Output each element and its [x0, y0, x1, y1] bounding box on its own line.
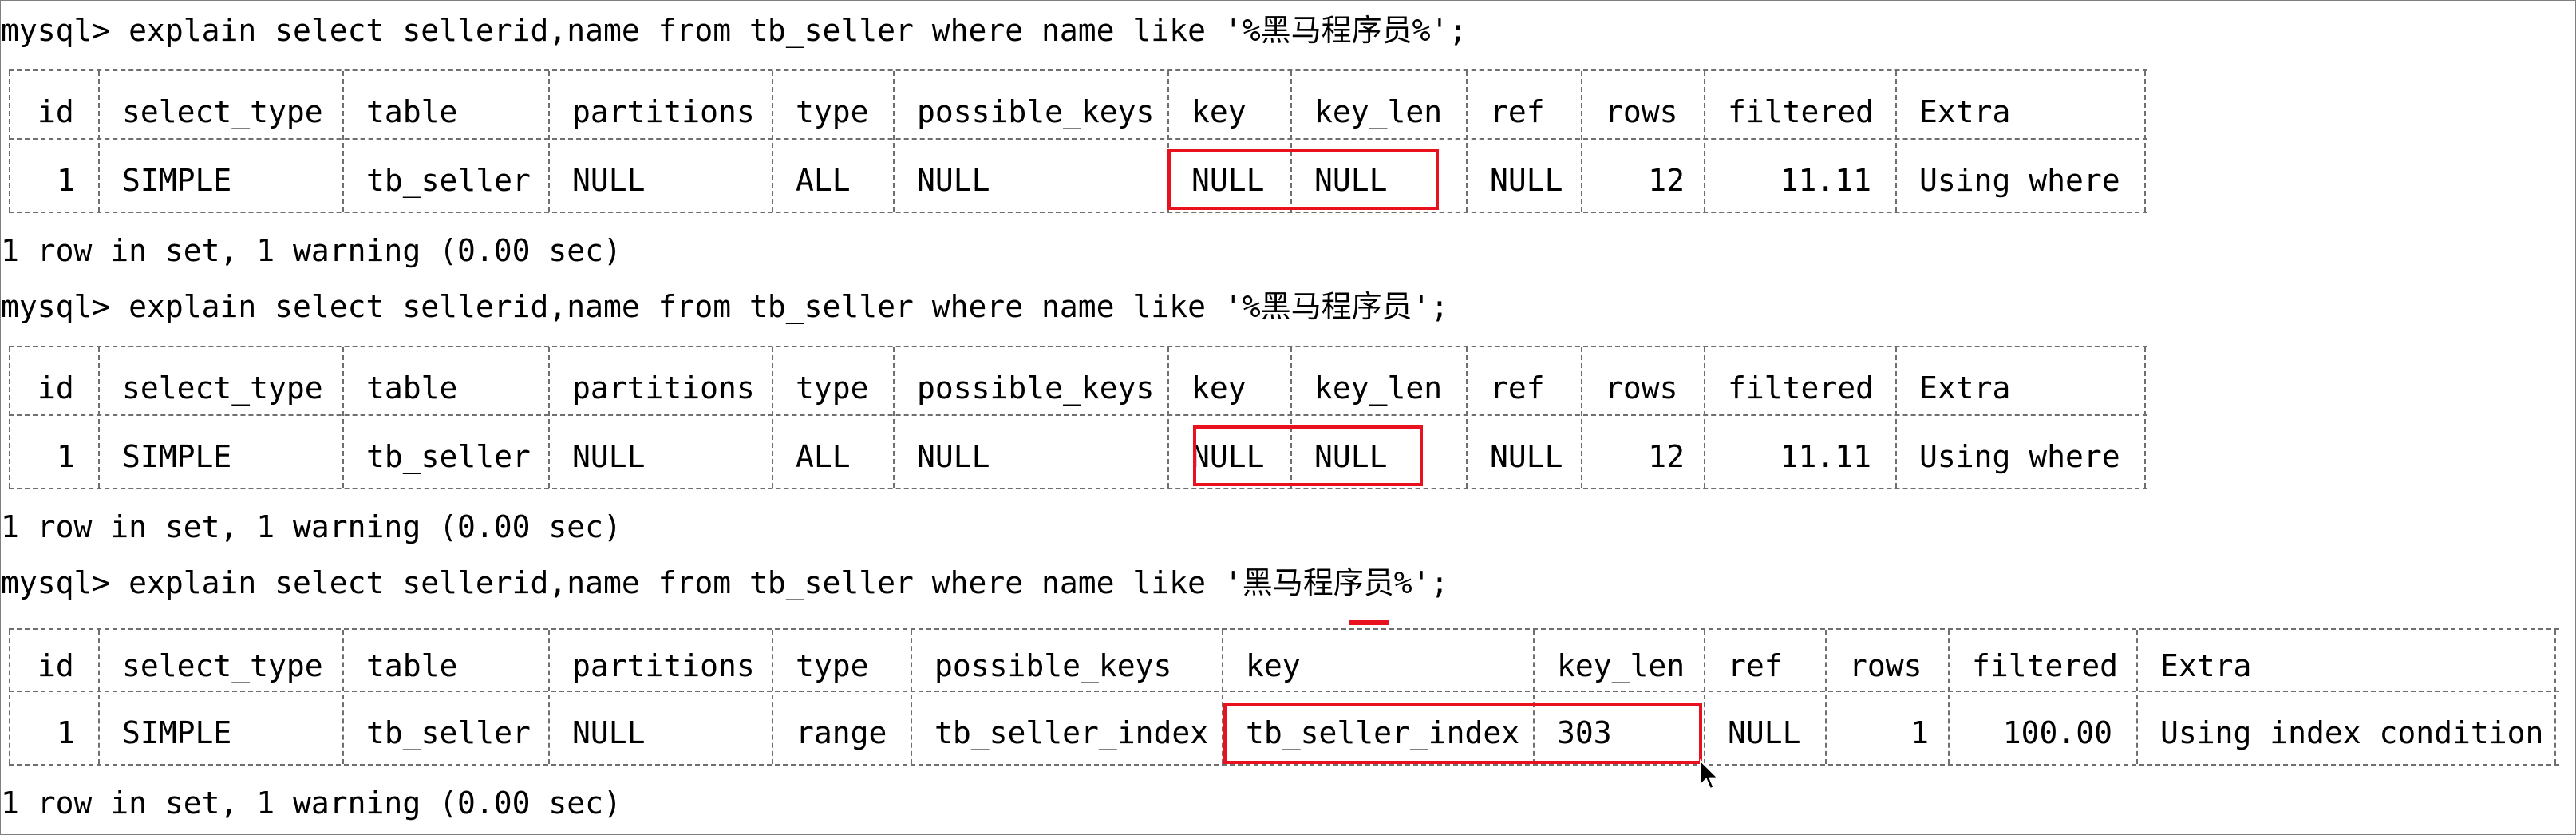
cell-possible-keys: NULL [917, 163, 990, 198]
header-filtered: filtered [1728, 370, 1875, 406]
table-2-top-border [9, 346, 2147, 347]
cell-rows: 12 [1648, 163, 1685, 198]
cell-key: NULL [1191, 439, 1265, 474]
header-extra: Extra [1919, 94, 2011, 129]
cell-possible-keys: NULL [917, 439, 990, 474]
header-table: table [366, 648, 458, 683]
cell-rows: 1 [1910, 715, 1929, 750]
cell-table: tb_seller [366, 439, 531, 474]
header-partitions: partitions [572, 94, 755, 129]
command-line-2: mysql> explain select sellerid,name from… [1, 289, 1449, 324]
header-table: table [366, 370, 458, 406]
header-ref: ref [1728, 648, 1783, 683]
header-type: type [796, 648, 869, 683]
cell-key: tb_seller_index [1246, 715, 1520, 750]
header-partitions: partitions [572, 648, 755, 683]
cell-filtered: 11.11 [1780, 439, 1871, 474]
table-1-top-border [9, 69, 2147, 71]
header-rows: rows [1849, 648, 1922, 683]
cell-type: range [796, 715, 887, 750]
status-line-1: 1 row in set, 1 warning (0.00 sec) [1, 233, 622, 268]
cell-type: ALL [796, 163, 851, 198]
table-1-header-border [9, 138, 2147, 140]
cell-partitions: NULL [572, 715, 646, 750]
header-type: type [796, 94, 869, 129]
cell-select-type: SIMPLE [122, 439, 232, 474]
cell-id: 1 [57, 439, 75, 474]
table-2-header-border [9, 414, 2147, 416]
header-id: id [38, 94, 74, 129]
header-key: key [1191, 370, 1247, 406]
header-possible-keys: possible_keys [917, 94, 1155, 129]
header-partitions: partitions [572, 370, 755, 406]
header-table: table [366, 94, 458, 129]
header-key-len: key_len [1557, 648, 1685, 683]
header-key-len: key_len [1314, 370, 1443, 406]
header-key: key [1191, 94, 1247, 129]
command-line-1: mysql> explain select sellerid,name from… [1, 13, 1468, 48]
header-select-type: select_type [122, 648, 323, 683]
cell-extra: Using where [1919, 163, 2120, 198]
cell-id: 1 [57, 163, 75, 198]
header-select-type: select_type [122, 370, 323, 406]
table-3-top-border [9, 628, 2559, 630]
header-id: id [38, 370, 74, 406]
table-2-bottom-border [9, 488, 2147, 489]
header-ref: ref [1490, 94, 1545, 129]
header-ref: ref [1490, 370, 1545, 406]
header-possible-keys: possible_keys [917, 370, 1155, 406]
highlight-box-key-keylen-3 [1223, 703, 1702, 764]
header-type: type [796, 370, 869, 406]
header-possible-keys: possible_keys [934, 648, 1172, 683]
cell-table: tb_seller [366, 163, 531, 198]
header-select-type: select_type [122, 94, 323, 129]
cell-partitions: NULL [572, 163, 646, 198]
cell-select-type: SIMPLE [122, 715, 232, 750]
header-id: id [38, 648, 74, 683]
status-line-2: 1 row in set, 1 warning (0.00 sec) [1, 509, 622, 544]
header-extra: Extra [1919, 370, 2011, 406]
status-line-3: 1 row in set, 1 warning (0.00 sec) [1, 786, 622, 821]
cell-extra: Using index condition [2160, 715, 2544, 750]
cell-ref: NULL [1490, 439, 1563, 474]
cell-filtered: 100.00 [2002, 715, 2112, 750]
cell-rows: 12 [1648, 439, 1685, 474]
cell-id: 1 [57, 715, 75, 750]
cell-ref: NULL [1728, 715, 1801, 750]
cell-select-type: SIMPLE [122, 163, 232, 198]
header-extra: Extra [2160, 648, 2252, 683]
cell-ref: NULL [1490, 163, 1563, 198]
highlight-box-key-keylen-2 [1193, 425, 1423, 486]
table-1-bottom-border [9, 212, 2147, 213]
header-key-len: key_len [1314, 94, 1443, 129]
header-filtered: filtered [1728, 94, 1875, 129]
cell-key-len: NULL [1314, 439, 1388, 474]
table-3-header-border [9, 691, 2559, 692]
percent-underline-mark [1349, 620, 1389, 625]
cell-extra: Using where [1919, 439, 2120, 474]
cell-possible-keys: tb_seller_index [934, 715, 1209, 750]
highlight-box-key-keylen-1 [1167, 149, 1439, 210]
cell-key: NULL [1191, 163, 1265, 198]
cell-partitions: NULL [572, 439, 646, 474]
cell-type: ALL [796, 439, 851, 474]
cell-table: tb_seller [366, 715, 531, 750]
header-rows: rows [1605, 94, 1678, 129]
table-3-bottom-border [9, 764, 2559, 766]
mouse-pointer-icon [1700, 759, 1721, 790]
cell-filtered: 11.11 [1780, 163, 1871, 198]
command-line-3: mysql> explain select sellerid,name from… [1, 565, 1449, 600]
header-key: key [1246, 648, 1301, 683]
header-rows: rows [1605, 370, 1678, 406]
cell-key-len: 303 [1557, 715, 1612, 750]
header-filtered: filtered [1972, 648, 2119, 683]
cell-key-len: NULL [1314, 163, 1388, 198]
